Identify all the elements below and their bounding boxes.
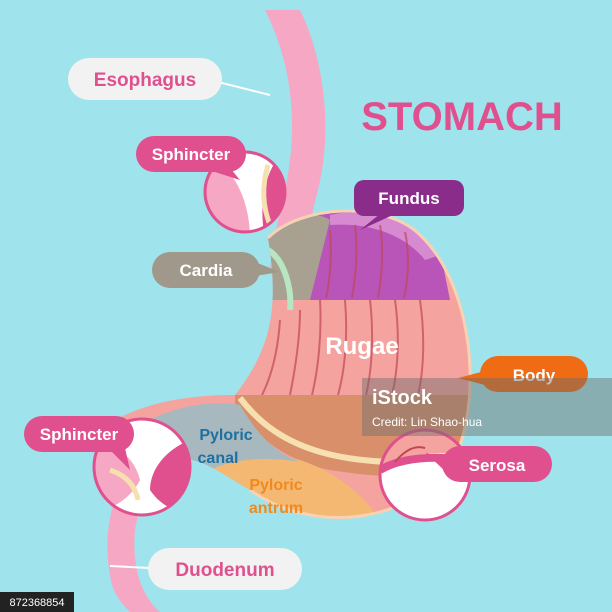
sphincter-top-label: Sphincter [152,145,231,164]
fundus-label: Fundus [378,189,439,208]
esophagus-label: Esophagus [94,70,196,91]
sphincter-bottom-pill [24,416,134,452]
image-id: 872368854 [9,597,64,609]
cardia-label: Cardia [180,261,233,280]
esophagus-tube [265,10,326,275]
sphincter-top-pill [136,136,246,172]
watermark-box [362,378,612,436]
image-id-bar [0,592,74,612]
fundus-pill [354,180,464,216]
pyloric-canal-label-2: canal [198,450,239,467]
watermark-brand: iStock [372,387,433,409]
body-label: Body [513,366,556,385]
body-pill [480,356,588,392]
page-title: STOMACH [361,95,562,139]
esophagus-pill [68,58,222,100]
duodenum-pill [148,548,302,590]
cardia-pill [152,252,260,288]
pyloric-antrum-label-1: Pyloric [249,477,302,494]
pyloric-canal-label-1: Pyloric [199,427,252,444]
pyloric-antrum-label-2: antrum [249,500,303,517]
rugae-label: Rugae [325,333,398,360]
sphincter-bottom-label: Sphincter [40,425,119,444]
serosa-label: Serosa [469,456,526,475]
duodenum-label: Duodenum [175,560,274,581]
watermark-credit: Credit: Lin Shao-hua [372,415,482,429]
serosa-pill [442,446,552,482]
